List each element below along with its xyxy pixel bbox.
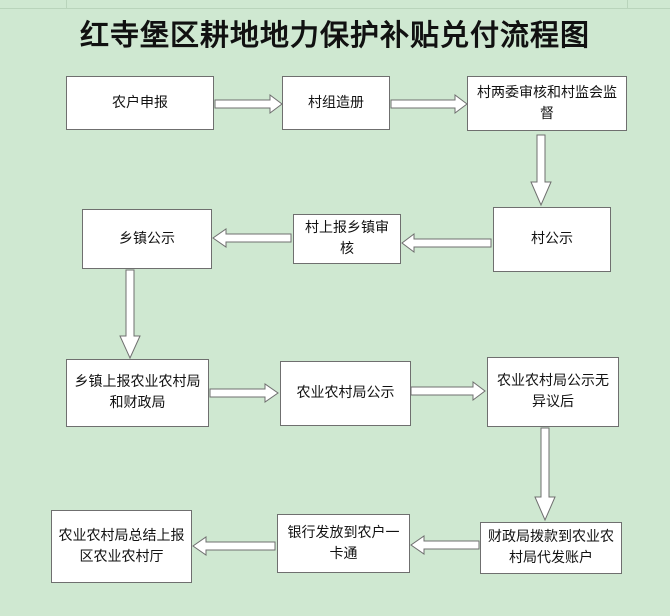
arrow-down: [530, 134, 552, 207]
step-box: 村两委审核和村监会监督: [467, 76, 627, 131]
arrow-left: [192, 536, 276, 556]
step-label: 村组造册: [308, 94, 364, 111]
step-label: 乡镇上报农业农村局和财政局: [74, 374, 201, 411]
step-label: 村两委审核和村监会监督: [477, 84, 617, 122]
step-box: 乡镇公示: [82, 209, 212, 269]
step-box: 农业农村局公示: [280, 361, 411, 426]
arrow-right: [214, 94, 283, 114]
step-label: 银行发放到农户一卡通: [287, 524, 400, 562]
step-label: 乡镇公示: [119, 230, 175, 247]
step-box: 财政局拨款到农业农村局代发账户: [480, 522, 622, 574]
step-box: 乡镇上报农业农村局和财政局: [66, 359, 209, 427]
arrow-right: [390, 94, 468, 114]
arrow-right: [410, 381, 486, 401]
step-box: 银行发放到农户一卡通: [277, 514, 410, 573]
step-label: 农业农村局总结上报区农业农村厅: [58, 527, 185, 565]
step-label: 村上报乡镇审核: [305, 220, 389, 257]
step-label: 农户申报: [112, 94, 168, 111]
page-title: 红寺堡区耕地地力保护补贴兑付流程图: [79, 18, 590, 52]
grid-divider: [627, 0, 628, 8]
arrow-left: [212, 228, 292, 248]
step-box: 农业农村局总结上报区农业农村厅: [51, 510, 192, 583]
step-box: 农业农村局公示无异议后: [487, 357, 619, 427]
arrow-down: [534, 427, 556, 522]
step-box: 村公示: [493, 207, 611, 272]
step-label: 村公示: [531, 231, 573, 247]
step-label: 农业农村局公示无异议后: [497, 373, 609, 410]
arrow-left: [401, 233, 492, 253]
step-box: 农户申报: [66, 76, 214, 130]
arrow-left: [410, 535, 480, 555]
step-box: 村组造册: [282, 76, 390, 130]
grid-lines: [0, 0, 670, 9]
step-label: 财政局拨款到农业农村局代发账户: [488, 529, 614, 566]
grid-divider: [66, 0, 67, 8]
arrow-down: [119, 269, 141, 360]
step-label: 农业农村局公示: [296, 385, 395, 401]
step-box: 村上报乡镇审核: [293, 214, 401, 264]
arrow-right: [209, 383, 279, 403]
